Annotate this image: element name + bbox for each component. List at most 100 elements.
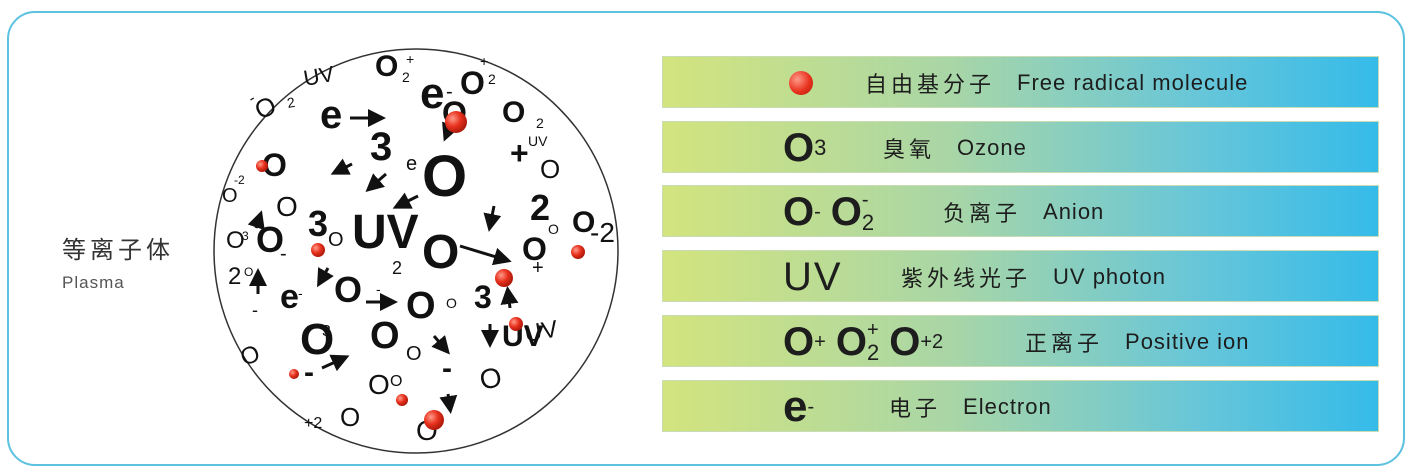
legend-row-uv: UV 紫外线光子 UV photon (662, 250, 1379, 302)
sphere-token: 3 (474, 279, 492, 315)
sphere-token: O (460, 65, 485, 101)
legend-label: 电子 Electron (889, 381, 1052, 433)
sphere-token: 3 (308, 203, 328, 244)
sphere-token: - (376, 281, 381, 297)
sphere-token: 2 (530, 187, 550, 228)
sphere-token: - (298, 285, 303, 301)
pos-o2: O (835, 320, 867, 364)
legend-row-anion: O- O-2 负离子 Anion (662, 185, 1379, 237)
sphere-token: 2 (392, 258, 402, 278)
arrow-icon (459, 244, 512, 266)
sphere-token: - (304, 356, 314, 389)
sphere-token: UV (302, 61, 337, 91)
ozone-symbol-o: O (783, 126, 815, 170)
sphere-token: UV (528, 133, 548, 149)
sphere-token: O (406, 343, 422, 365)
anion-symbol: O- O-2 (783, 186, 874, 238)
legend-label-en: Free radical molecule (1017, 70, 1249, 95)
radical-symbol (789, 57, 813, 109)
sphere-token: 2 (536, 115, 544, 131)
positive-ion-symbol: O+ O+2 O+2 (783, 316, 943, 368)
uv-symbol: UV (783, 251, 843, 303)
electron-sup: - (807, 395, 815, 418)
ozone-symbol-sub: 3 (814, 135, 827, 160)
sphere-token: UV (502, 320, 544, 353)
legend-label-zh: 正离子 (1025, 331, 1104, 356)
sphere-token: O (548, 221, 559, 237)
sphere-token: + (532, 257, 544, 279)
sphere-token: +2 (304, 415, 322, 432)
arrow-icon (439, 393, 458, 414)
legend-label: 臭氧 Ozone (883, 122, 1027, 174)
sphere-token: O (406, 285, 436, 327)
arrow-icon (321, 354, 350, 372)
radical-dot-icon (424, 410, 444, 430)
sphere-token: O (446, 295, 457, 311)
sphere-token: + (480, 53, 488, 69)
anion-o2: O (830, 190, 862, 234)
red-dot-icon (789, 71, 813, 95)
arrow-icon (330, 158, 353, 175)
sphere-token: O (502, 96, 525, 129)
electron-e: e (783, 382, 808, 431)
sphere-token: O (368, 369, 390, 400)
sphere-token: O (276, 191, 298, 222)
sphere-token: O (422, 226, 459, 279)
radical-dot-icon (495, 269, 513, 287)
radical-dot-icon (571, 245, 585, 259)
sphere-token: e (280, 278, 299, 316)
radical-dot-icon (289, 369, 299, 379)
sphere-outline (213, 48, 619, 454)
pos-o2-sup: + (866, 319, 879, 341)
legend-label: 负离子 Anion (943, 186, 1104, 238)
anion-o2-sup: - (861, 189, 869, 211)
sphere-token: - (442, 352, 452, 385)
plasma-label-en: Plasma (62, 273, 125, 292)
arrow-icon (431, 335, 450, 355)
sphere-token: 2 (228, 263, 241, 290)
anion-o2-sub: 2 (861, 210, 875, 235)
sphere-token: O (522, 231, 547, 267)
radical-dot-icon (445, 111, 467, 133)
sphere-token: e (420, 69, 444, 118)
sphere-token: O (222, 185, 238, 207)
sphere-token: O (370, 315, 400, 357)
legend-label-en: Electron (963, 394, 1052, 419)
sphere-token: - (446, 81, 453, 103)
plasma-label-zh: 等离子体 (62, 237, 174, 264)
sphere-token: 3 (322, 323, 331, 340)
pos-o2-sub: 2 (866, 340, 880, 365)
radical-dot-icon (256, 160, 268, 172)
legend-label-zh: 负离子 (943, 201, 1022, 226)
sphere-token: O (328, 229, 344, 251)
legend-label: 正离子 Positive ion (1025, 316, 1250, 368)
arrow-icon (317, 267, 334, 288)
legend-row-electron: e- 电子 Electron (662, 380, 1379, 432)
arrow-icon (500, 286, 519, 309)
sphere-token: O (226, 227, 245, 254)
pos-o3-sup: +2 (920, 330, 944, 353)
plasma-sphere: UVO2+O+2O2-ee-OO2O3eO+UVOO3OUVO2OO-2O-2O… (213, 48, 619, 454)
sphere-token: + (406, 51, 414, 67)
arrow-icon (392, 192, 419, 209)
anion-o: O (783, 190, 815, 234)
uv-symbol-text: UV (783, 255, 843, 299)
legend-label-zh: 紫外线光子 (901, 266, 1032, 291)
legend-label-en: UV photon (1053, 264, 1166, 289)
sphere-token: e (320, 93, 342, 137)
legend-label-en: Ozone (957, 135, 1027, 160)
sphere-token: O (540, 154, 560, 184)
sphere-token: O (300, 315, 334, 364)
anion-o-sup: - (814, 200, 821, 223)
radical-dot-icon (509, 317, 523, 331)
plasma-label: 等离子体 Plasma (62, 230, 202, 293)
arrow-icon (247, 210, 265, 231)
legend-label: 自由基分子 Free radical molecule (865, 57, 1248, 109)
sphere-token: O (422, 144, 467, 209)
arrow-icon (483, 205, 502, 232)
sphere-token: 2 (286, 94, 297, 111)
legend-label-en: Positive ion (1125, 329, 1250, 354)
pos-o-sup: + (814, 330, 826, 353)
legend-label-zh: 臭氧 (883, 137, 936, 162)
sphere-token: - (252, 300, 258, 320)
